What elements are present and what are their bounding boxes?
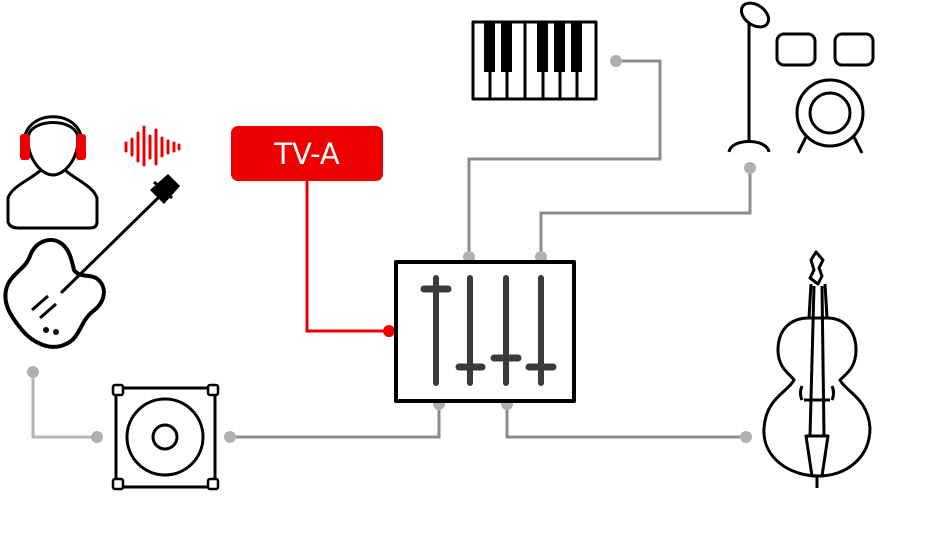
dot-bass (740, 431, 752, 443)
dot-amp-out (224, 431, 236, 443)
electric-guitar-icon (3, 174, 180, 349)
audio-waveform-icon (124, 125, 181, 167)
tv-source-label: TV-A (274, 136, 340, 171)
dot-drums (744, 162, 756, 174)
amplifier-speaker-icon (111, 383, 220, 491)
keyboard-piano-icon (471, 20, 598, 101)
line-keyboard-to-mixer (467, 59, 662, 256)
line-guitar-to-amp (31, 372, 97, 439)
tv-source-box: TV-A (231, 126, 383, 181)
drum-kit-icon (727, 1, 875, 154)
line-mixer-to-bass (505, 404, 746, 439)
dot-tv-to-mixer (383, 325, 395, 337)
dot-keyboard (610, 55, 622, 67)
dot-guitar (27, 366, 39, 378)
double-bass-icon (762, 250, 872, 488)
mixer-faders-icon (394, 260, 576, 403)
connections (31, 59, 752, 439)
connector-dots (27, 55, 756, 443)
line-amp-to-mixer (230, 404, 441, 439)
listener-with-headphones-icon (6, 115, 99, 230)
dot-amp-in (91, 431, 103, 443)
line-drums-to-mixer (539, 168, 752, 256)
line-tv-to-mixer (305, 180, 388, 333)
